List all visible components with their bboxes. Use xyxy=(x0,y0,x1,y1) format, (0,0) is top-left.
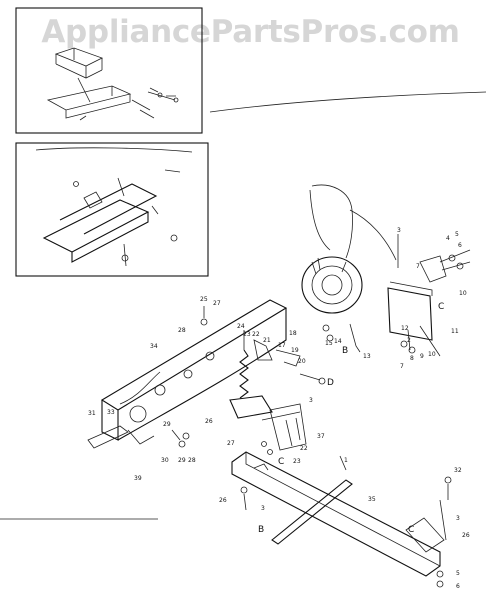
spring-lever-assembly xyxy=(229,330,326,455)
callout-label: C xyxy=(278,457,284,467)
callout-label: 7 xyxy=(416,263,420,270)
callout-label: 11 xyxy=(451,328,459,335)
callout-label: 29 xyxy=(163,421,171,428)
callout-label: 10 xyxy=(459,290,467,297)
callout-label: 39 xyxy=(134,475,142,482)
callout-label: 1 xyxy=(344,457,348,464)
callout-label: 24 xyxy=(237,323,245,330)
hardware-bolts xyxy=(171,306,208,448)
callout-label: 29 xyxy=(178,457,186,464)
callout-label: 26 xyxy=(219,497,227,504)
callout-label: 3 xyxy=(261,505,265,512)
callout-label: 22 xyxy=(300,445,308,452)
callout-label: 34 xyxy=(150,343,158,350)
callout-label: C xyxy=(438,302,444,312)
callout-label: 23 xyxy=(293,458,301,465)
callout-label: 5 xyxy=(456,570,460,577)
callout-label: 12 xyxy=(401,325,409,332)
callout-label: 6 xyxy=(456,583,460,590)
callout-label: 30 xyxy=(161,457,169,464)
callout-label: 6 xyxy=(458,242,462,249)
callout-label: 21 xyxy=(263,337,271,344)
callout-label: 32 xyxy=(454,467,462,474)
callout-label: 28 xyxy=(188,457,196,464)
callout-label: 33 xyxy=(107,409,115,416)
inset-bracket-assembly xyxy=(15,142,209,277)
tire-engine-outline xyxy=(301,184,397,314)
callout-label: 13 xyxy=(363,353,371,360)
callout-label: 19 xyxy=(291,347,299,354)
watermark-text: AppliancePartsPros.com xyxy=(41,14,460,50)
callout-label: 35 xyxy=(368,496,376,503)
callout-label: 17 xyxy=(278,342,286,349)
callout-label: 10 xyxy=(428,351,436,358)
callout-label: 31 xyxy=(88,410,96,417)
callout-label: 3 xyxy=(397,227,401,234)
callout-label: C xyxy=(408,525,414,535)
callout-label: 23 xyxy=(243,331,251,338)
callout-label: 18 xyxy=(289,330,297,337)
inset-top-assembly xyxy=(15,7,203,134)
callout-label: 2 xyxy=(407,337,411,344)
lower-axle-frame xyxy=(231,451,452,588)
left-side-frame-plate xyxy=(87,299,288,449)
callout-label: 27 xyxy=(227,440,235,447)
callout-label: 26 xyxy=(462,532,470,539)
callout-label: 9 xyxy=(420,353,424,360)
callout-label: 28 xyxy=(178,327,186,334)
callout-label: 7 xyxy=(400,363,404,370)
callout-label: D xyxy=(327,378,334,388)
callout-label: 26 xyxy=(205,418,213,425)
callout-label: 5 xyxy=(455,231,459,238)
callout-label: 3 xyxy=(309,397,313,404)
callout-label: B xyxy=(342,346,348,356)
guide-line-top xyxy=(209,91,487,113)
callout-label: 25 xyxy=(200,296,208,303)
callout-label: B xyxy=(258,525,264,535)
callout-label: 37 xyxy=(317,433,325,440)
callout-label: 8 xyxy=(410,355,414,362)
callout-label: 15 xyxy=(325,340,333,347)
callout-label: 14 xyxy=(334,338,342,345)
callout-label: 27 xyxy=(213,300,221,307)
callout-label: 20 xyxy=(298,358,306,365)
callout-label: 3 xyxy=(456,515,460,522)
callout-label: 22 xyxy=(252,331,260,338)
right-bracket-plate xyxy=(322,234,471,357)
callout-label: 4 xyxy=(446,235,450,242)
